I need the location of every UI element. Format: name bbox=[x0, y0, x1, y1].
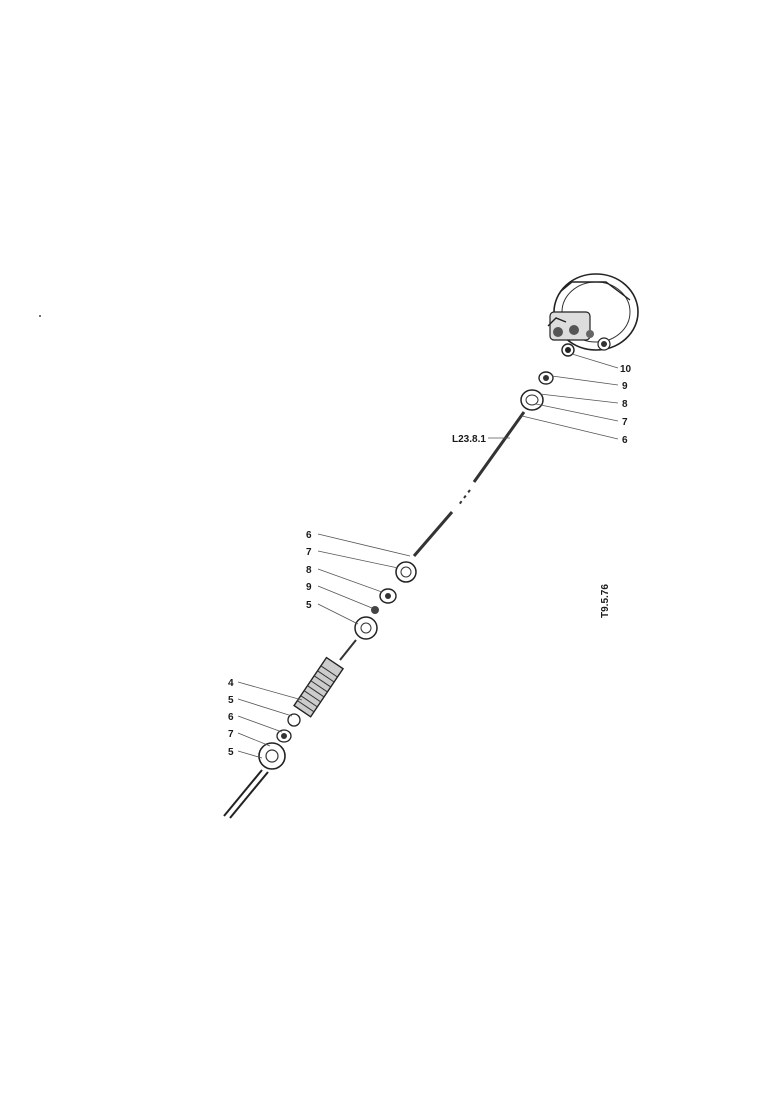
callout-middle-2: 7 bbox=[306, 547, 312, 558]
callout-lower-3: 6 bbox=[228, 712, 234, 723]
callout-upper-5: 6 bbox=[622, 435, 628, 446]
stray-mark bbox=[39, 315, 41, 317]
callout-lower-4: 7 bbox=[228, 729, 234, 740]
callout-middle-3: 8 bbox=[306, 565, 312, 576]
leader-lines-upper bbox=[488, 353, 619, 440]
upper-cable bbox=[412, 411, 526, 557]
callout-upper-4: 7 bbox=[622, 417, 628, 428]
callout-lower-2: 5 bbox=[228, 695, 234, 706]
middle-fittings bbox=[354, 561, 417, 640]
callout-upper-2: 9 bbox=[622, 381, 628, 392]
drawing-number: T9.5.76 bbox=[600, 584, 611, 618]
leader-lines-lower bbox=[237, 681, 303, 759]
lower-cable bbox=[223, 769, 269, 819]
upper-fittings bbox=[520, 371, 554, 411]
callout-upper-3: 8 bbox=[622, 399, 628, 410]
lower-fittings bbox=[258, 713, 301, 770]
callout-middle-1: 6 bbox=[306, 530, 312, 541]
callout-middle-4: 9 bbox=[306, 582, 312, 593]
threaded-adaptor bbox=[293, 639, 357, 718]
callout-lower-5: 5 bbox=[228, 747, 234, 758]
gauge-assembly bbox=[547, 273, 639, 357]
callout-middle-5: 5 bbox=[306, 600, 312, 611]
cross-reference-label: L23.8.1 bbox=[452, 434, 486, 445]
callout-lower-1: 4 bbox=[228, 678, 234, 689]
callout-upper-1: 10 bbox=[620, 364, 632, 375]
leader-lines-middle bbox=[317, 533, 411, 625]
